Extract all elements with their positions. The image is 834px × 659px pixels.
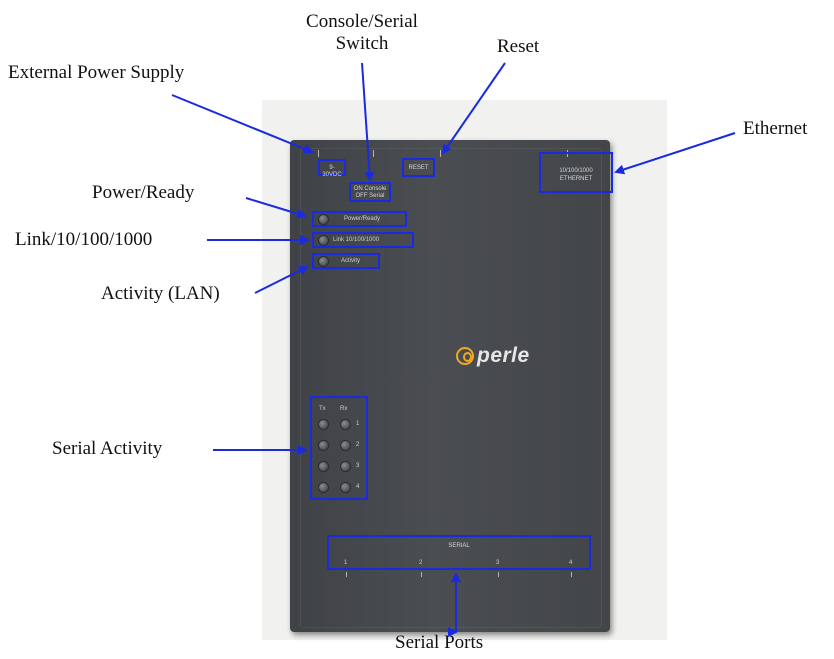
callout-console-serial-line1: Console/Serial [306, 11, 418, 32]
callout-external-power-supply: External Power Supply [8, 62, 185, 83]
serial-rx-led [340, 461, 351, 472]
serial-row-number: 1 [356, 421, 360, 427]
serial-tx-led [318, 461, 329, 472]
serial-row-number: 3 [356, 463, 360, 469]
power-port-tick [318, 150, 319, 157]
arrow-ethernet [614, 132, 736, 175]
callout-serial-activity: Serial Activity [52, 438, 163, 459]
serial-row-number: 2 [356, 442, 360, 448]
power-ready-led-label: Power/Ready [344, 216, 381, 222]
power-ready-led [318, 214, 329, 225]
callout-ethernet: Ethernet [743, 118, 808, 139]
arrow-console-switch [361, 62, 375, 182]
perle-logo: perle [456, 344, 530, 368]
rx-header: Rx [340, 406, 348, 412]
link-led [318, 235, 329, 246]
console-switch-box: ON Console OFF Serial [349, 182, 391, 202]
serial-port-tick [346, 572, 347, 577]
serial-ports-header: SERIAL [448, 543, 470, 549]
power-port-box: 9-30VDC [318, 159, 346, 178]
reset-button-box: RESET [402, 158, 435, 177]
serial-rx-led [340, 482, 351, 493]
perle-logo-text: perle [477, 344, 530, 367]
reset-button-label: RESET [408, 165, 429, 171]
serial-rx-led [340, 419, 351, 430]
serial-port-number: 2 [419, 560, 423, 566]
serial-tx-led [318, 482, 329, 493]
perle-logo-icon [456, 347, 474, 365]
serial-row-number: 4 [356, 484, 360, 490]
serial-rx-led [340, 440, 351, 451]
callout-serial-ports: Serial Ports [395, 632, 484, 653]
serial-tx-led [318, 419, 329, 430]
callout-console-serial-line2: Switch [335, 33, 389, 54]
callout-console-serial-switch: Console/Serial Switch [282, 11, 442, 55]
serial-ports-box: SERIAL [327, 535, 591, 570]
arrow-activity-lan [254, 266, 309, 294]
serial-port-number: 3 [496, 560, 500, 566]
power-ready-led-box [312, 211, 407, 227]
switch-tick [373, 150, 374, 157]
serial-port-tick [498, 572, 499, 577]
serial-port-number: 4 [569, 560, 573, 566]
serial-activity-box [310, 396, 368, 500]
callout-activity-lan: Activity (LAN) [101, 283, 220, 304]
console-switch-off-label: OFF Serial [355, 193, 385, 199]
callout-link: Link/10/100/1000 [15, 229, 153, 250]
serial-port-tick [571, 572, 572, 577]
reset-tick [440, 150, 441, 157]
activity-led-label: Activity [341, 258, 361, 264]
ethernet-speed-label: 10/100/1000 [559, 168, 593, 174]
callout-reset: Reset [497, 36, 540, 57]
serial-tx-led [318, 440, 329, 451]
tx-header: Tx [319, 406, 326, 412]
arrow-external-power [171, 94, 314, 154]
ethernet-label: ETHERNET [559, 176, 593, 182]
link-led-label: Link 10/100/1000 [333, 237, 380, 243]
arrow-reset [441, 62, 506, 155]
activity-led-box [312, 253, 380, 269]
serial-port-number: 1 [344, 560, 348, 566]
console-switch-on-label: ON Console [353, 186, 387, 192]
activity-led [318, 256, 329, 267]
link-led-box [312, 232, 414, 248]
arrow-power-ready [245, 197, 307, 219]
power-port-label: 9-30VDC [322, 165, 342, 178]
ethernet-port-box: 10/100/1000 ETHERNET [539, 152, 613, 193]
device-server-body [290, 140, 610, 632]
callout-power-ready: Power/Ready [92, 182, 195, 203]
serial-port-tick [421, 572, 422, 577]
